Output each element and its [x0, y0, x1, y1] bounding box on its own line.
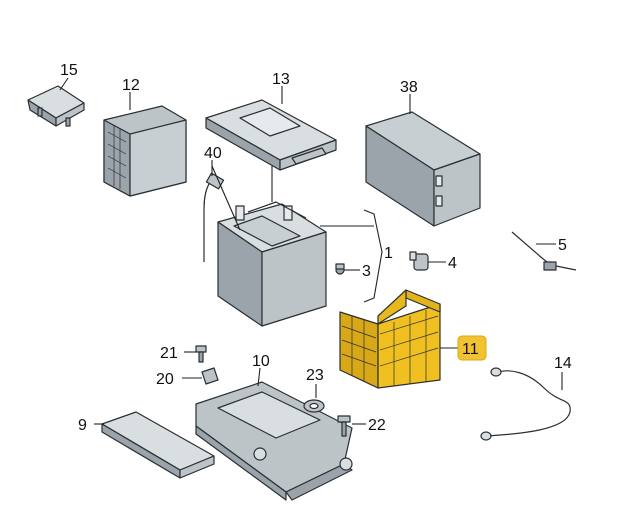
part-40-vent-hose[interactable] — [203, 172, 225, 262]
part-11-label-badge — [457, 335, 487, 361]
part-23-washer[interactable] — [303, 399, 325, 413]
part-20-bracket[interactable] — [201, 367, 219, 385]
callout-labels: 15 12 13 38 40 1 3 4 5 11 14 21 20 10 23… — [60, 62, 572, 434]
leader-lines — [59, 77, 563, 425]
part-22-bolt[interactable] — [337, 415, 351, 437]
part-12-grid-pattern — [107, 126, 127, 189]
label-part-40[interactable]: 40 — [204, 145, 222, 162]
part-12-heat-shield[interactable] — [103, 105, 187, 197]
part-4-clip[interactable] — [409, 251, 429, 271]
part-3-screw[interactable] — [335, 263, 345, 275]
label-part-5[interactable]: 5 — [558, 237, 567, 254]
label-part-9[interactable]: 9 — [78, 417, 87, 434]
label-part-12[interactable]: 12 — [122, 77, 140, 94]
part-15-clip-cover[interactable] — [27, 85, 85, 127]
part-13-top-cover[interactable] — [205, 99, 337, 171]
label-part-14[interactable]: 14 — [554, 355, 572, 372]
part-1-battery[interactable] — [217, 201, 327, 327]
label-part-15[interactable]: 15 — [60, 62, 78, 79]
label-part-1[interactable]: 1 — [384, 245, 393, 262]
label-part-11[interactable]: 11 — [462, 341, 479, 358]
label-part-13[interactable]: 13 — [272, 71, 290, 88]
label-part-21[interactable]: 21 — [160, 345, 178, 362]
label-part-10[interactable]: 10 — [252, 353, 270, 370]
label-part-3[interactable]: 3 — [362, 263, 371, 280]
part-10-battery-tray[interactable] — [195, 381, 353, 501]
part-5-cable-end[interactable] — [511, 231, 577, 271]
label-part-20[interactable]: 20 — [156, 371, 174, 388]
label-part-38[interactable]: 38 — [400, 79, 418, 96]
part-11-grid-pattern — [341, 310, 439, 386]
part-9-base-plate[interactable] — [101, 411, 215, 479]
label-part-23[interactable]: 23 — [306, 367, 324, 384]
part-11-insulation-sleeve[interactable] — [339, 289, 441, 389]
part-38-battery-alt[interactable] — [365, 111, 481, 227]
part-14-ground-cable[interactable] — [480, 367, 571, 441]
part-21-bolt[interactable] — [195, 345, 207, 363]
label-part-22[interactable]: 22 — [368, 417, 386, 434]
label-part-4[interactable]: 4 — [448, 255, 457, 272]
